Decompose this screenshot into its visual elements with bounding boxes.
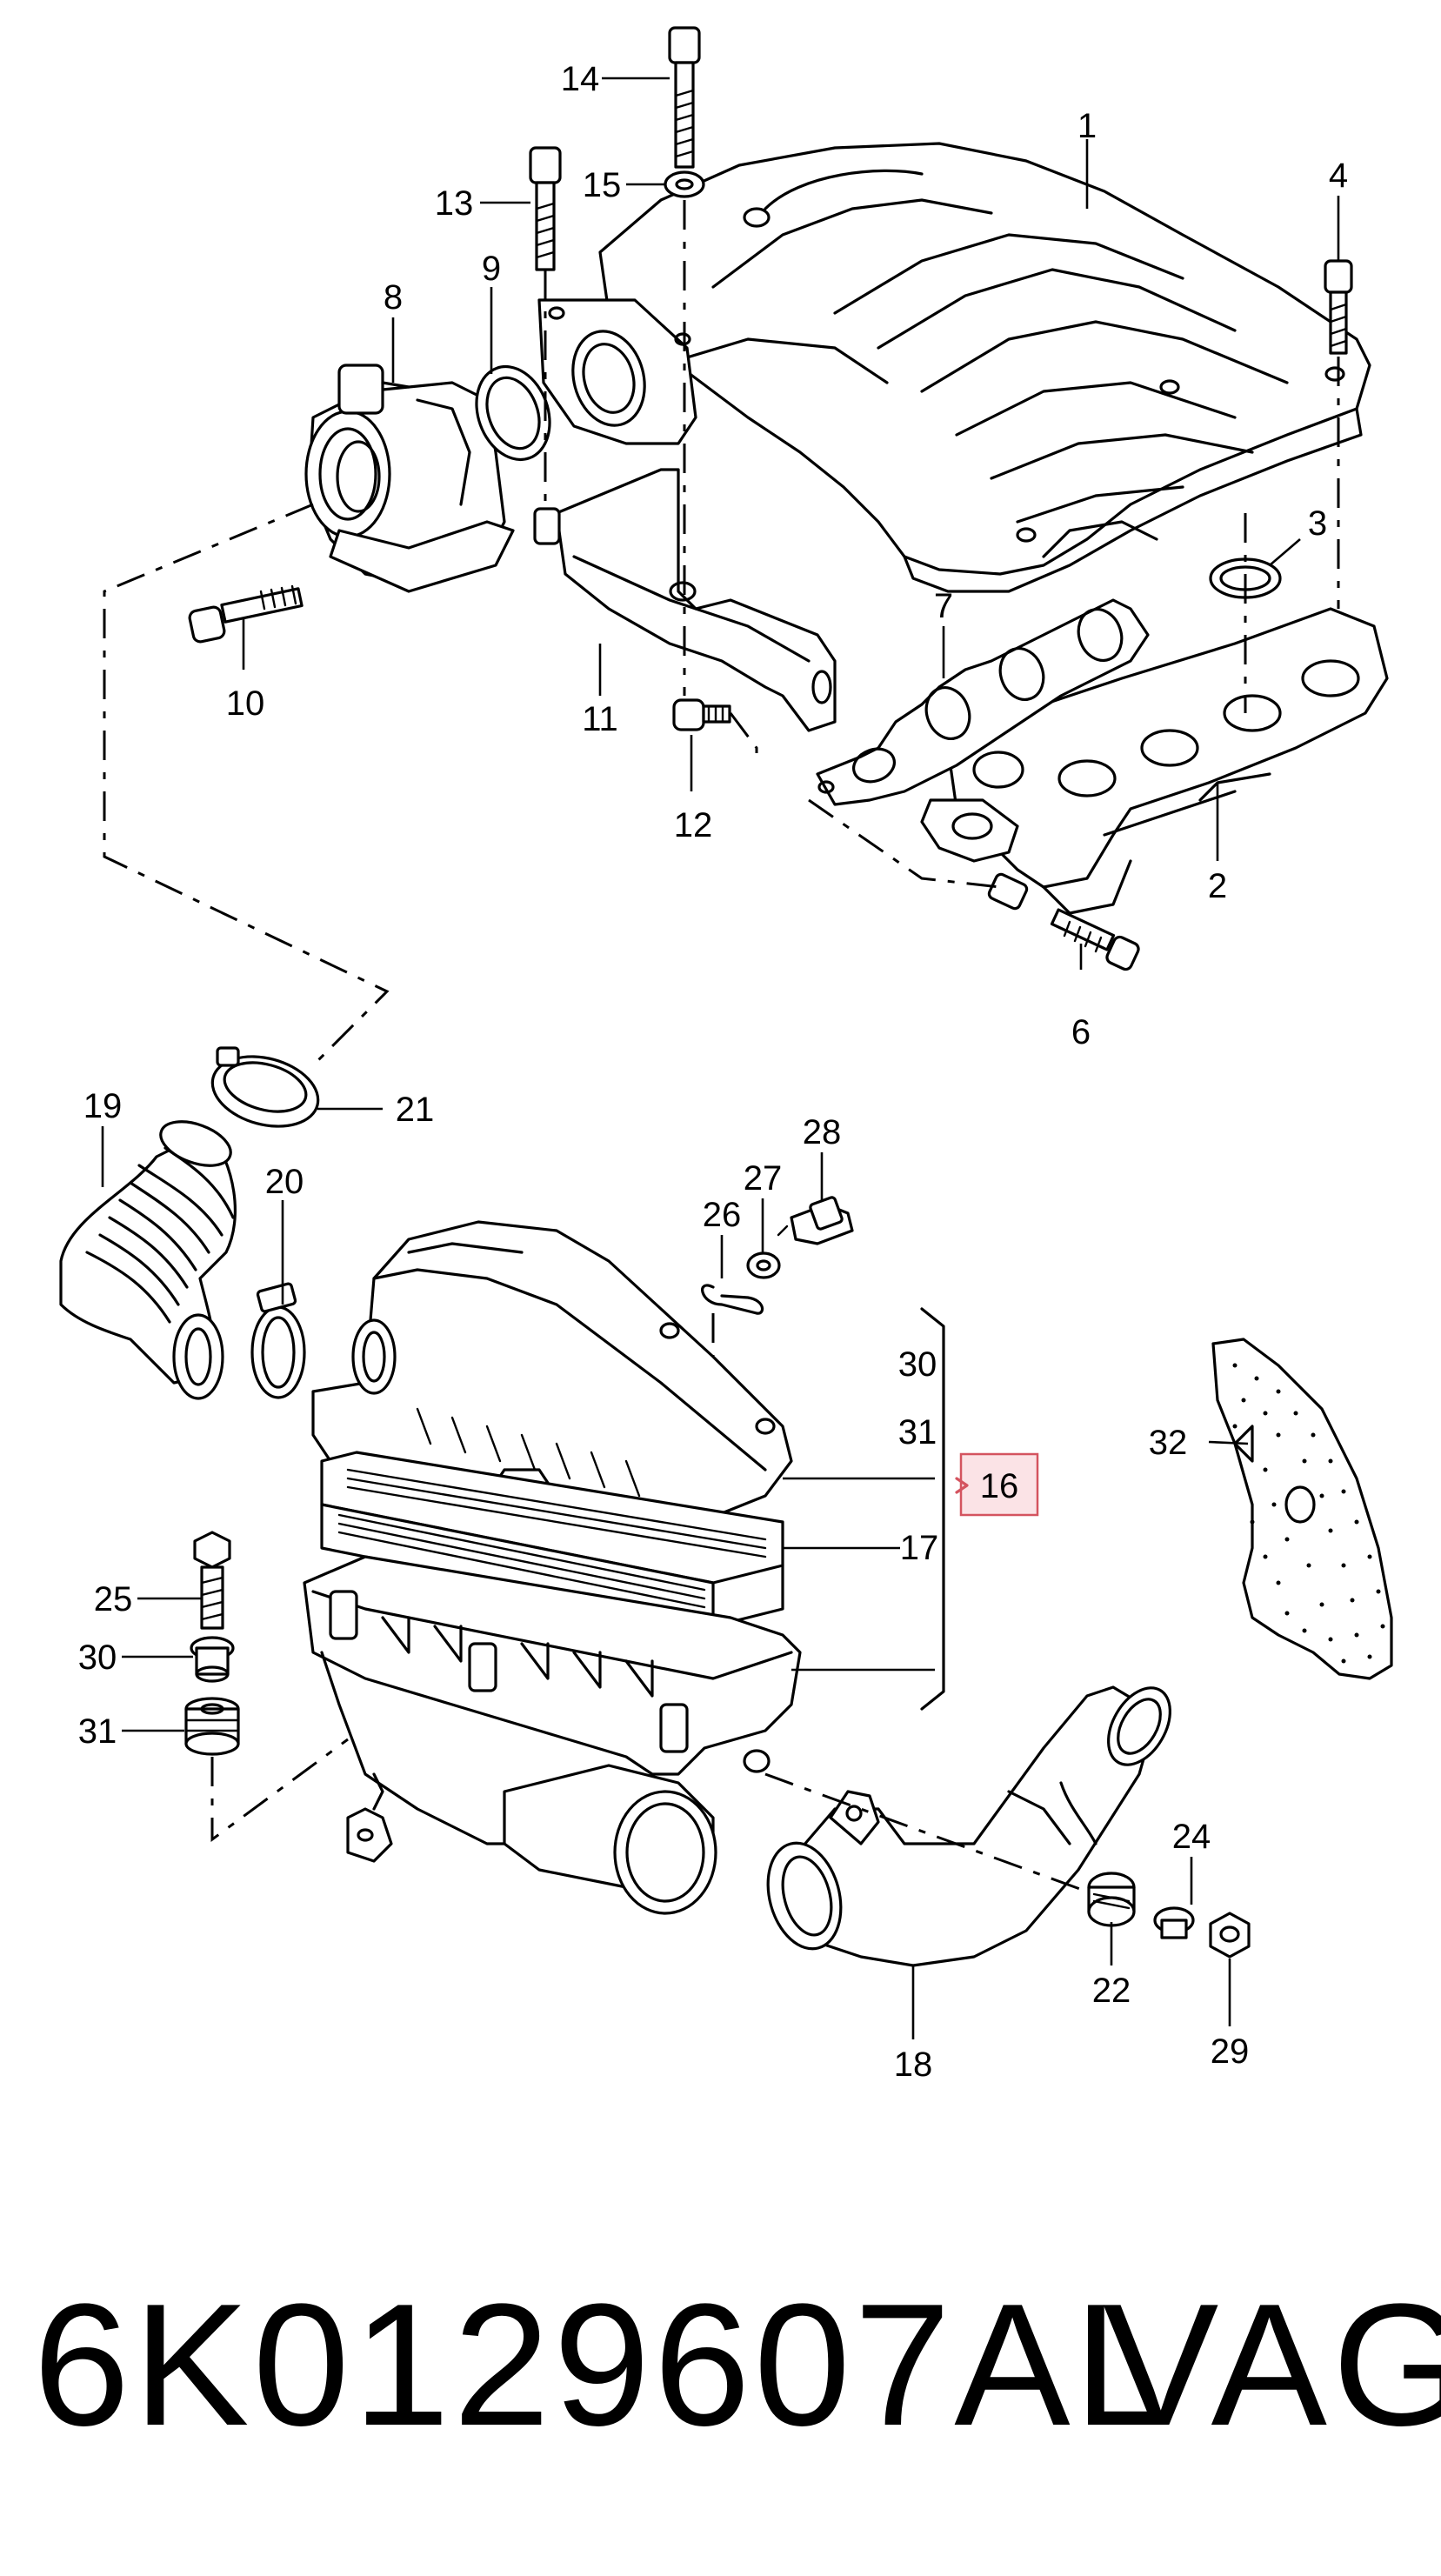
grommet-22 [1087, 1872, 1136, 1927]
grommet-30 [190, 1636, 235, 1683]
callout-30-right: 30 [898, 1345, 937, 1384]
brand-name: VAG [1103, 2268, 1441, 2462]
callout-25: 25 [94, 1580, 133, 1618]
callout-30-left: 30 [78, 1638, 117, 1677]
washer-15 [664, 170, 705, 198]
throttle-body-8 [304, 364, 515, 593]
bracket-11 [533, 468, 837, 732]
callout-2: 2 [1208, 867, 1227, 905]
mount-31 [184, 1697, 240, 1756]
assembly-line [103, 503, 390, 1067]
callout-29: 29 [1211, 2032, 1250, 2071]
callout-6: 6 [1071, 1013, 1091, 1051]
callout-14: 14 [561, 60, 600, 98]
bolt-10 [188, 584, 304, 644]
callout-21: 21 [396, 1091, 435, 1129]
washer-27 [746, 1251, 781, 1279]
nut-29 [1209, 1912, 1251, 1959]
assembly-line [729, 712, 758, 757]
sensor-28 [777, 1196, 854, 1245]
callout-11: 11 [582, 700, 618, 738]
gasket-7 [816, 598, 1150, 806]
washer-24 [1153, 1906, 1195, 1939]
part-number: 6K0129607AL [33, 2268, 1174, 2462]
callout-labels: 1 2 3 4 6 7 8 9 10 11 12 13 14 15 19 20 … [78, 60, 1348, 2084]
callout-10: 10 [226, 684, 265, 723]
assembly-line [210, 1738, 349, 1842]
callout-19: 19 [83, 1087, 123, 1125]
clip-26 [701, 1284, 764, 1315]
callout-24: 24 [1172, 1818, 1211, 1856]
callout-17: 17 [900, 1529, 939, 1567]
callout-3: 3 [1308, 504, 1327, 543]
callout-31-left: 31 [78, 1712, 117, 1751]
callout-7: 7 [934, 587, 953, 625]
assembly-line [808, 798, 1001, 889]
callout-22: 22 [1092, 1972, 1131, 2010]
clamp-20 [250, 1282, 306, 1399]
manifold-flange [537, 298, 697, 445]
callout-26: 26 [703, 1196, 742, 1234]
callout-16-label: 16 [980, 1467, 1019, 1505]
hose-19 [59, 1120, 237, 1400]
stud-12 [672, 698, 731, 731]
callout-9: 9 [482, 250, 501, 288]
bolt-6 [987, 872, 1140, 971]
callout-4: 4 [1329, 157, 1348, 195]
callout-31-right: 31 [898, 1413, 937, 1452]
callout-28: 28 [803, 1113, 842, 1151]
air-filter-lower-housing [303, 1555, 802, 1915]
duct-18 [766, 1685, 1171, 1967]
callout-12: 12 [674, 806, 713, 844]
insulation-pad-32 [1211, 1338, 1393, 1680]
bolt-25 [193, 1531, 231, 1630]
callout-20: 20 [265, 1163, 304, 1201]
bolt-4 [1324, 259, 1353, 355]
callout-8: 8 [384, 278, 403, 317]
callout-18: 18 [894, 2045, 933, 2084]
callout-32: 32 [1149, 1424, 1188, 1462]
group-bracket [920, 1307, 945, 1711]
callout-1: 1 [1077, 107, 1097, 145]
bolt-13 [529, 146, 562, 271]
callout-13: 13 [435, 184, 474, 223]
callout-15: 15 [583, 166, 622, 204]
callout-27: 27 [744, 1159, 783, 1198]
clamp-21 [210, 1046, 320, 1128]
intake-manifold [598, 142, 1371, 593]
leader-lines [101, 77, 1340, 2039]
insulation-texture [1232, 1363, 1385, 1664]
highlighted-callout-16[interactable]: 16 [955, 1452, 1039, 1517]
assembly-line [764, 1772, 1088, 1893]
bolt-14 [668, 26, 701, 169]
lower-manifold-2 [920, 607, 1389, 915]
